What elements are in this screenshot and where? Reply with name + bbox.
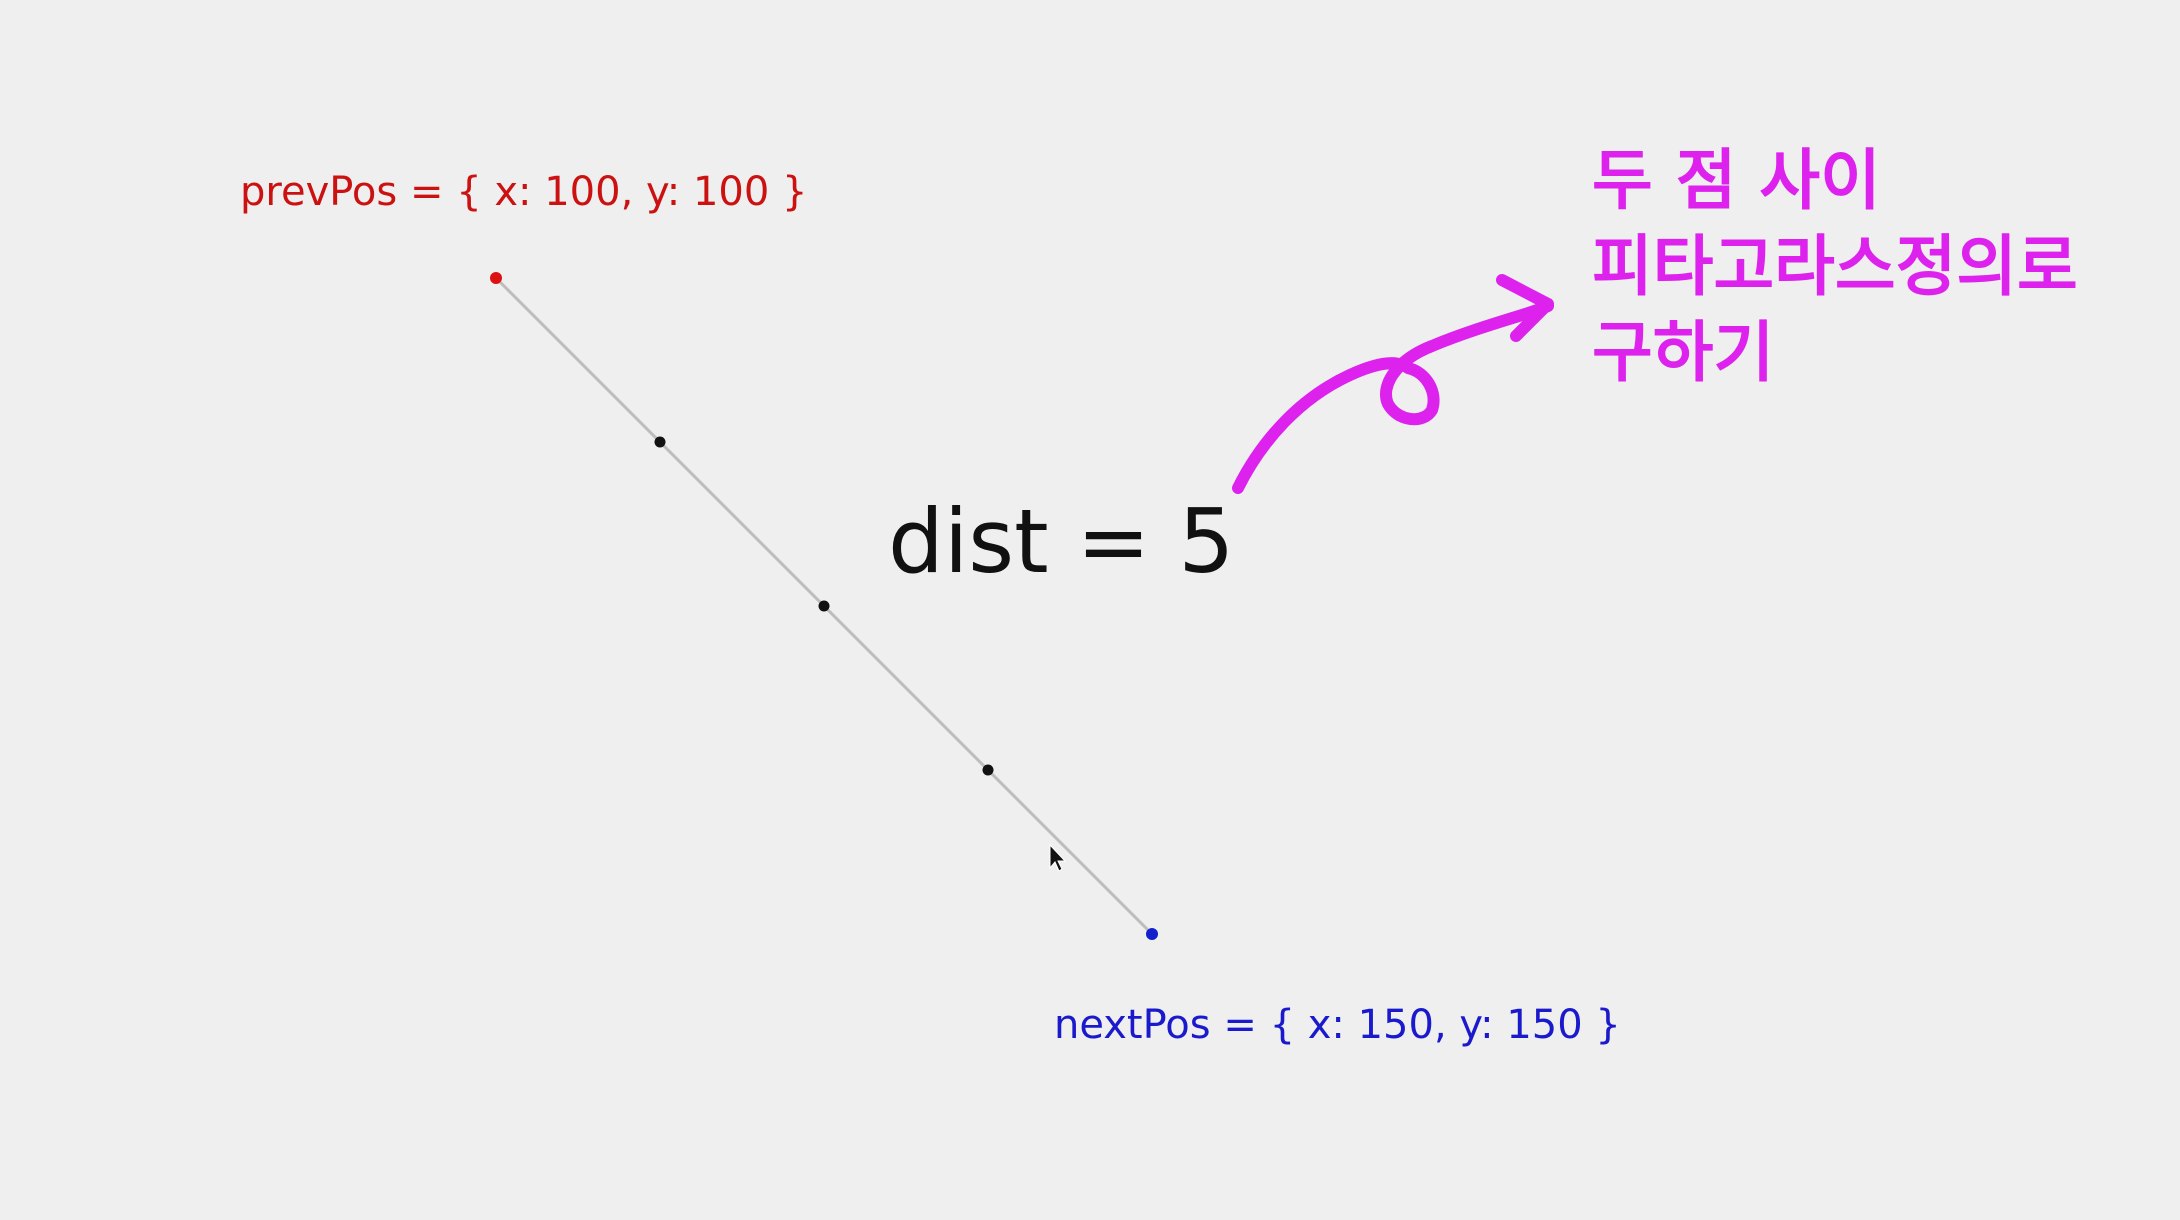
intermediate-dot: [818, 600, 830, 612]
annotation-line: 두 점 사이: [1592, 142, 1881, 219]
annotation-line: 구하기: [1592, 314, 1775, 391]
next-pos-label: nextPos = { x: 150, y: 150 }: [1054, 1002, 1621, 1048]
prev-pos-point: [490, 272, 502, 284]
arrow-cursor-icon: [1049, 843, 1067, 872]
korean-annotation: 두 점 사이 피타고라스정의로 구하기: [1592, 138, 2078, 396]
next-pos-point: [1146, 928, 1158, 940]
distance-label: dist = 5: [888, 490, 1235, 593]
prev-pos-label: prevPos = { x: 100, y: 100 }: [240, 169, 808, 215]
annotation-line: 피타고라스정의로: [1592, 228, 2078, 305]
intermediate-dot: [654, 436, 666, 448]
intermediate-dot: [982, 764, 994, 776]
hand-drawn-arrow-icon: [1232, 274, 1554, 494]
